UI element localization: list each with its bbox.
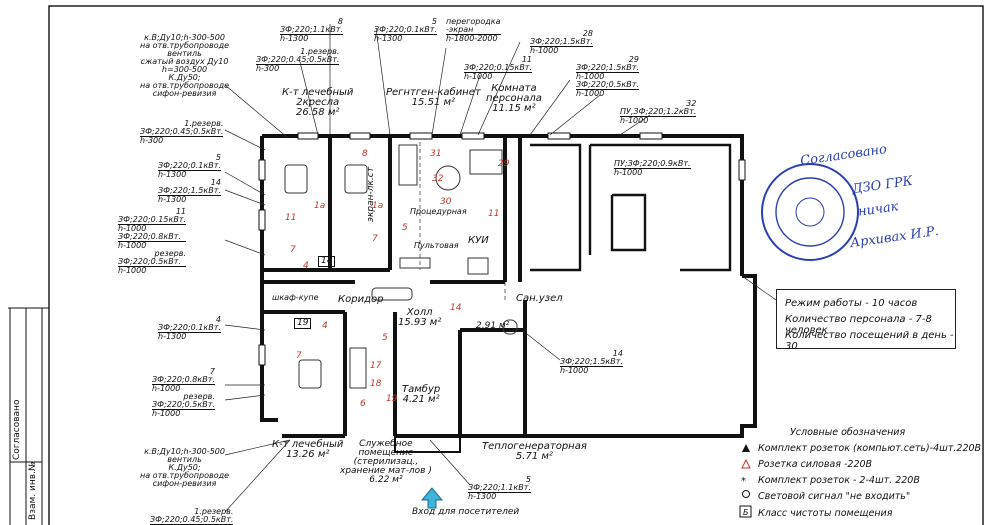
room-name-kui: КУИ xyxy=(468,235,489,246)
legend-item-socket-set: Комплект розеток - 2-4шт. 220В xyxy=(758,475,920,486)
room-name-bathroom: Сан.узел xyxy=(516,293,563,304)
room-name-xray: Регнтген-кабинет 15.51 м² xyxy=(386,87,481,108)
marker-11-left: 11 xyxy=(285,213,297,223)
room-name-corridor: Коридор xyxy=(338,294,384,305)
callout-4-left: 4 ЗФ;220;0.1кВт. h-1300 xyxy=(158,315,221,341)
marker-4-2: 4 xyxy=(322,321,328,331)
callout-partition: перегородка -экран h-1800-2000 xyxy=(446,17,501,43)
callout-14-right: 14 ЗФ;220;1.5кВт. h-1000 xyxy=(560,349,623,375)
callout-29: 29 ЗФ;220;1.5кВт. h-1000 ЗФ;220;0.5кВт. … xyxy=(576,55,639,98)
building-walls xyxy=(260,134,757,438)
room-name-vestibule: Тамбур 4.21 м² xyxy=(402,384,441,405)
callout-32: 32 ПУ,ЗФ;220;1.2кВт. h-1000 xyxy=(620,99,697,125)
legend-item-power-socket: Розетка силовая -220В xyxy=(758,459,873,470)
note-top-left: к.В;Ду10;h-300-500 на отв.трубопроводе в… xyxy=(140,33,230,98)
marker-18: 18 xyxy=(370,379,382,389)
note-bottom-left: к.В;Ду10;h-300-500 вентиль К.Ду50; на от… xyxy=(140,447,230,488)
callout-28: 28 ЗФ;220;1.5кВт. h-1000 xyxy=(530,29,593,55)
room-name-treatment-2chairs: К-т лечебный 2кресла 26.58 м² xyxy=(282,87,354,118)
room-name-hall: Холл 15.93 м² xyxy=(398,307,442,328)
marker-1a-2: 1a xyxy=(372,201,384,211)
room-name-wardrobe: шкаф-купе xyxy=(272,293,319,302)
callout-reserve-bottom: 1.резерв. ЗФ;220;0.45;0.5кВт. xyxy=(150,507,234,525)
room-name-heatgen: Теплогенераторная 5.71 м² xyxy=(482,441,587,462)
marker-14: 14 xyxy=(450,303,462,313)
callout-reserve-left: 1.резерв. ЗФ;220;0.45;0.5кВт. h-300 xyxy=(140,119,224,145)
marker-4: 4 xyxy=(303,261,309,271)
marker-5: 5 xyxy=(402,223,408,233)
callout-pu-09: ПУ;ЗФ;220;0.9кВт. h-1000 xyxy=(614,159,691,177)
info-box: Режим работы - 10 часов Количество персо… xyxy=(776,289,956,352)
marker-7: 7 xyxy=(290,245,296,255)
marker-29: 29 xyxy=(498,159,510,169)
entrance-label: Вход для посетителей xyxy=(412,507,520,517)
legend-title: Условные обозначения xyxy=(790,427,906,438)
room-name-control: Пультовая xyxy=(414,241,459,250)
marker-32: 32 xyxy=(432,174,444,184)
legend-symbols: * Б xyxy=(739,444,752,518)
marker-17: 17 xyxy=(370,361,382,371)
callout-11-top: 11 ЗФ;220;0.15кВт. h-1000 xyxy=(464,55,533,81)
svg-text:Б: Б xyxy=(743,508,749,517)
info-line-visits: Количество посещений в день - 30 xyxy=(785,330,954,352)
callout-5-left: 5 ЗФ;220;0.1кВт. h-1300 14 ЗФ;220;1.5кВт… xyxy=(158,153,221,204)
callout-7-left: 7 ЗФ;220;0.8кВт. h-1000 резерв. ЗФ;220;0… xyxy=(152,367,215,418)
marker-7-3: 7 xyxy=(296,351,302,361)
marker-1a: 1a xyxy=(314,201,326,211)
marker-31: 31 xyxy=(430,149,442,159)
leader-lines xyxy=(224,24,777,513)
svg-text:*: * xyxy=(741,476,746,487)
marker-8: 8 xyxy=(362,149,368,159)
callout-5-bottom: 5 ЗФ;220;1.1кВт. h-1300 xyxy=(468,475,531,501)
room-name-treatment-1: К-т лечебный 13.26 м² xyxy=(272,439,344,460)
room-name-procedure: Процедурная xyxy=(410,207,467,216)
side-label-replace: Взам. инв.№ xyxy=(28,461,38,520)
legend-item-network-sockets: Комплект розеток (компьют.сеть)-4шт.220В xyxy=(758,443,982,454)
info-line-hours: Режим работы - 10 часов xyxy=(785,298,918,309)
side-label-agreed: Согласовано xyxy=(12,399,22,460)
marker-7-2: 7 xyxy=(372,234,378,244)
room-name-service: Служебное помещение (стерилизац., хранен… xyxy=(340,439,432,485)
approval-stamp xyxy=(761,163,859,261)
info-line-staff: Количество персонала - 7-8 человек xyxy=(785,314,932,336)
marker-19-box: 19 xyxy=(294,318,312,329)
marker-5-2: 5 xyxy=(382,333,388,343)
legend-item-cleanliness: Класс чистоты помещения xyxy=(758,508,893,519)
marker-19: 19 xyxy=(386,394,398,404)
marker-11: 11 xyxy=(488,209,500,219)
callout-5-top: 5 ЗФ;220;0.1кВт. h-1300 xyxy=(374,17,437,43)
marker-14-box: 14 xyxy=(318,256,336,267)
callout-reserve-top: 1.резерв. ЗФ;220;0.45;0.5кВт. h-300 xyxy=(256,47,340,73)
callout-11-left: 11 ЗФ;220;0.15кВт. h-1000 ЗФ;220;0.8кВт.… xyxy=(118,207,187,275)
room-area-bathroom: 2.91 м² xyxy=(476,321,510,331)
legend-item-light-signal: Световой сигнал "не входить" xyxy=(758,491,911,502)
note-screen: экран-лк.ст xyxy=(366,167,376,222)
marker-30: 30 xyxy=(440,197,452,207)
room-name-staff: Комната персонала 11.15 м² xyxy=(486,83,542,114)
callout-8: 8 ЗФ;220;1.1кВт. h-1300 xyxy=(280,17,343,43)
marker-6: 6 xyxy=(360,399,366,409)
